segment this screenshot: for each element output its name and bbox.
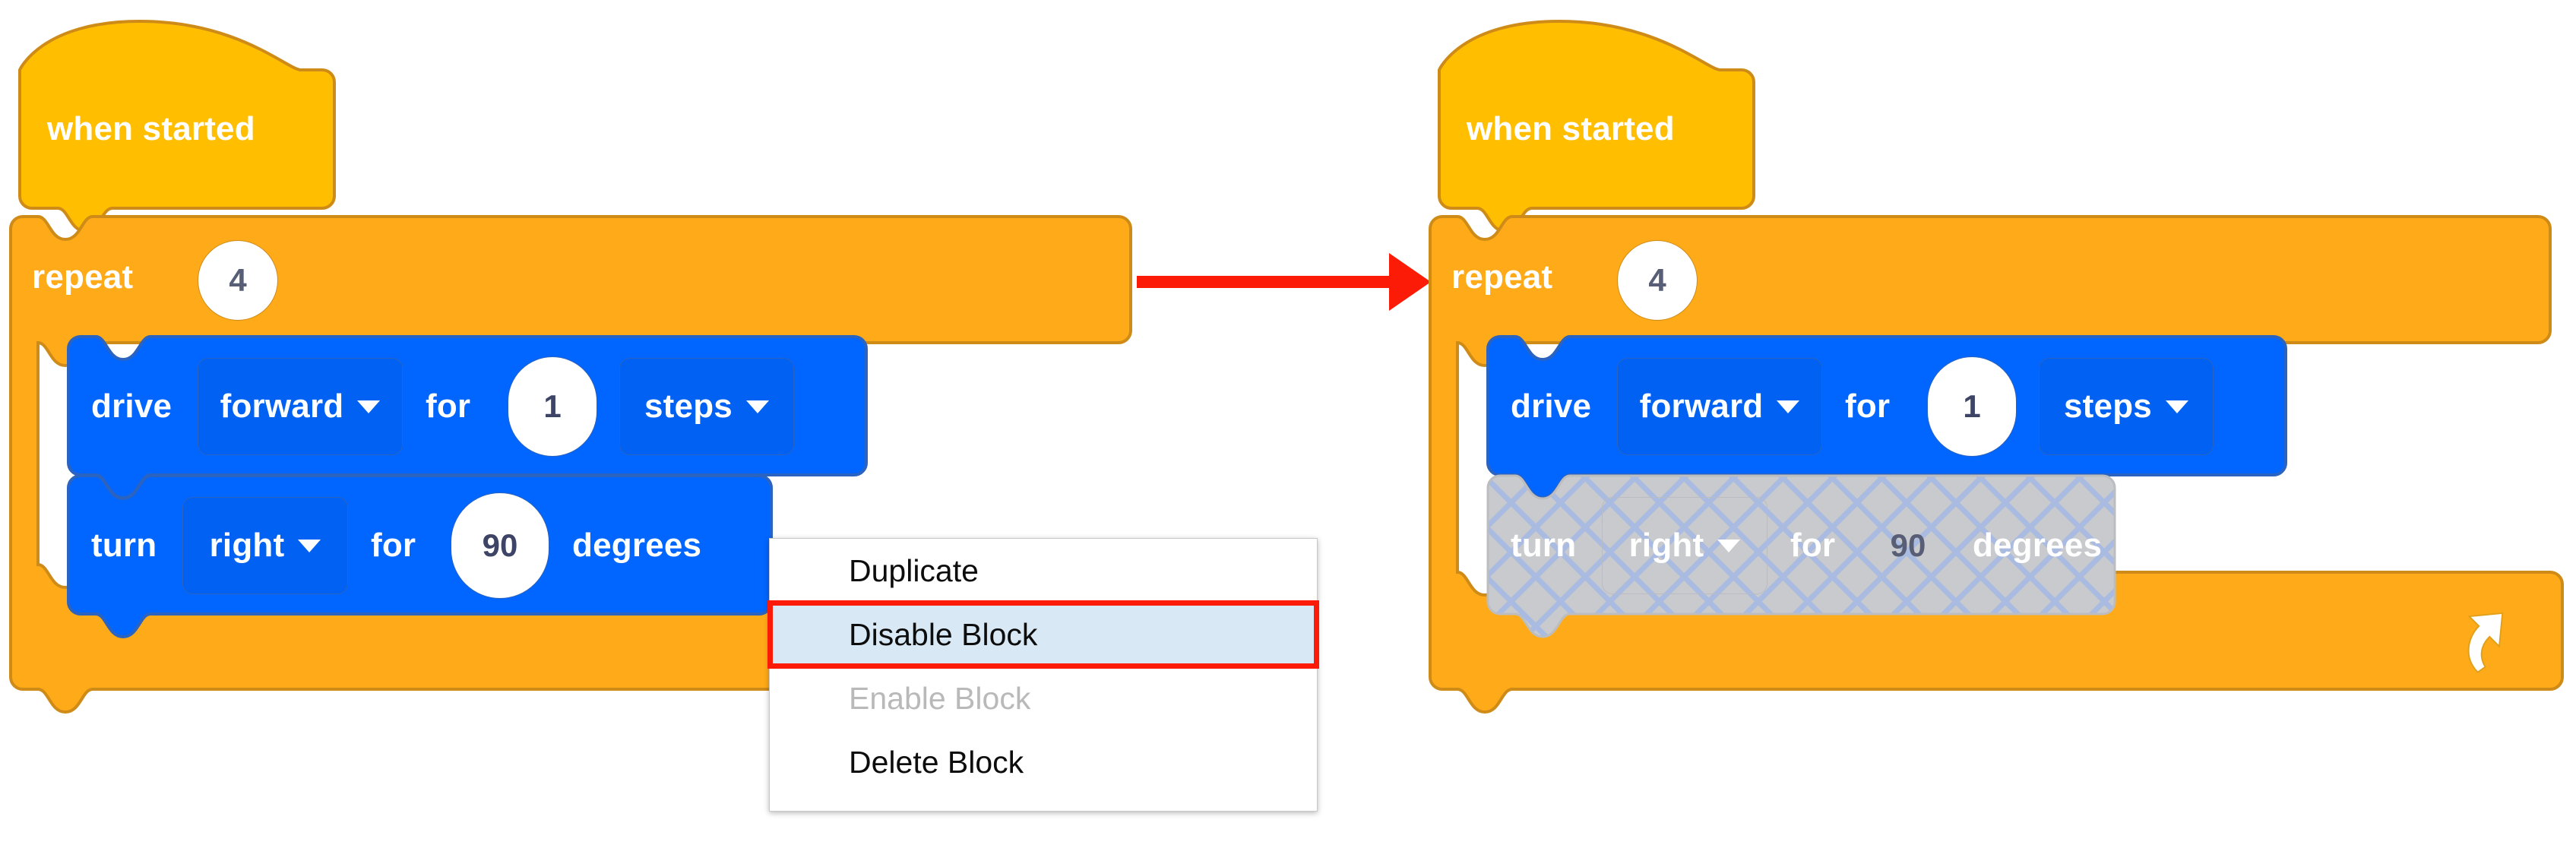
left-drive-unit-dropdown[interactable]: steps (619, 358, 794, 455)
arrow-head (1389, 253, 1431, 311)
left-drive-verb: drive (91, 388, 172, 425)
right-drive-connector: for (1845, 388, 1891, 425)
left-turn-direction-label: right (209, 527, 285, 564)
chevron-down-icon (1717, 539, 1741, 552)
arrow-shaft (1137, 276, 1399, 288)
right-drive-direction-dropdown[interactable]: forward (1617, 358, 1822, 455)
right-drive-verb: drive (1511, 388, 1592, 425)
right-drive-direction-label: forward (1639, 388, 1764, 425)
right-turn-verb: turn (1511, 527, 1577, 564)
left-drive-direction-label: forward (220, 388, 344, 425)
right-repeat-count-input[interactable]: 4 (1617, 240, 1698, 321)
left-turn-direction-dropdown[interactable]: right (182, 497, 348, 594)
context-menu-item-enable-block: Enable Block (849, 680, 1031, 716)
chevron-down-icon (298, 539, 321, 552)
block-context-menu[interactable]: Duplicate Disable Block Enable Block Del… (767, 538, 1319, 812)
right-drive-unit-dropdown[interactable]: steps (2039, 358, 2214, 455)
right-turn-block-disabled[interactable]: turn right for 90 degrees (1486, 474, 2117, 638)
left-turn-connector: for (371, 527, 416, 564)
context-menu-item-disable-block[interactable]: Disable Block (767, 600, 1319, 669)
right-turn-unit-label: degrees (1973, 527, 2103, 564)
context-menu-item-duplicate[interactable]: Duplicate (849, 552, 979, 588)
left-drive-block[interactable]: drive forward for 1 steps (67, 335, 869, 500)
right-turn-connector: for (1790, 527, 1836, 564)
left-hat-block-when-started[interactable]: when started (18, 17, 337, 233)
right-drive-unit-label: steps (2064, 388, 2152, 425)
left-repeat-label: repeat (32, 258, 134, 296)
left-turn-amount-input[interactable]: 90 (451, 492, 549, 599)
context-menu-item-delete-block[interactable]: Delete Block (849, 744, 1024, 780)
left-turn-verb: turn (91, 527, 157, 564)
left-drive-direction-dropdown[interactable]: forward (198, 358, 403, 455)
right-turn-direction-label: right (1628, 527, 1704, 564)
left-drive-amount-input[interactable]: 1 (508, 356, 597, 457)
chevron-down-icon (357, 400, 381, 413)
right-drive-amount-input[interactable]: 1 (1927, 356, 2017, 457)
right-hat-label: when started (1467, 110, 1675, 147)
right-turn-amount-input[interactable]: 90 (1890, 527, 1926, 563)
left-drive-unit-label: steps (644, 388, 733, 425)
chevron-down-icon (2165, 400, 2188, 413)
chevron-down-icon (745, 400, 769, 413)
right-repeat-label: repeat (1451, 258, 1553, 296)
chevron-down-icon (1777, 400, 1800, 413)
left-hat-label: when started (47, 110, 255, 147)
left-turn-unit-label: degrees (572, 527, 702, 564)
loop-arrow-icon (2443, 599, 2519, 675)
right-turn-direction-dropdown[interactable]: right (1602, 497, 1767, 594)
left-drive-connector: for (426, 388, 471, 425)
right-hat-block-when-started[interactable]: when started (1438, 17, 1757, 233)
right-drive-block[interactable]: drive forward for 1 steps (1486, 335, 2288, 500)
left-turn-block[interactable]: turn right for 90 degrees (67, 474, 774, 639)
left-repeat-count-input[interactable]: 4 (198, 240, 278, 321)
